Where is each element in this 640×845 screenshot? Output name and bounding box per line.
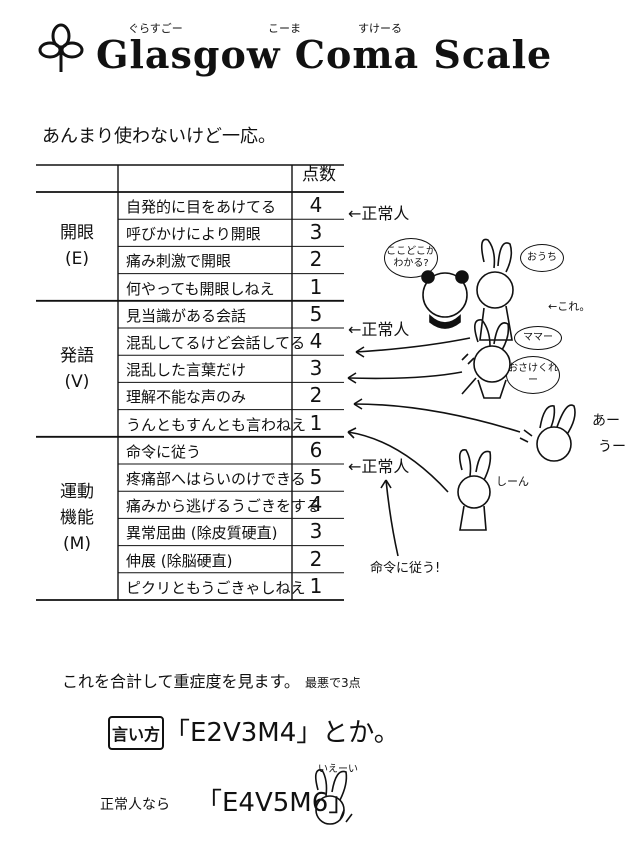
intro-text: あんまり使わないけど一応。 xyxy=(42,126,276,147)
rabbit-peace-icon xyxy=(314,769,353,825)
normal-label: 正常人なら xyxy=(100,797,170,813)
ruby-scale: すけーる xyxy=(358,22,402,35)
sound-shin: しーん xyxy=(496,475,529,488)
rabbit-character-icon xyxy=(476,238,514,341)
normal-arrow-eye: ←正常人 xyxy=(348,204,410,223)
footer-summary: これを合計して重症度を見ます。 xyxy=(62,672,300,691)
footer-line1: これを合計して重症度を見ます。 最悪で3点 xyxy=(62,668,361,692)
footer-worst: 最悪で3点 xyxy=(305,676,361,690)
sound-ah: あー xyxy=(592,413,620,429)
panda-character-icon xyxy=(421,270,469,329)
title-area: ぐらすごー こーま すけーる Glasgow Coma Scale xyxy=(38,14,598,84)
ruby-glasgow: ぐらすごー xyxy=(128,22,183,35)
how-to-say-label: 言い方 xyxy=(108,716,164,750)
ruby-coma: こーま xyxy=(268,22,301,35)
rabbit-lying-icon xyxy=(519,404,576,462)
normal-score: 「E4V5M6」 xyxy=(196,788,355,818)
rabbit-silent-icon xyxy=(457,449,492,531)
page-title: Glasgow Coma Scale xyxy=(96,32,553,77)
sound-u: うー xyxy=(598,439,626,455)
obey-label: 命令に従う! xyxy=(370,561,441,576)
rabbit-drinking-icon xyxy=(461,319,511,399)
speech-bubble-mama: ママー xyxy=(514,326,562,350)
this-label: ←これ。 xyxy=(548,300,591,313)
example-score: 「E2V3M4」とか。 xyxy=(164,718,400,748)
normal-arrow-verbal: ←正常人 xyxy=(348,320,410,339)
iee-label: いえーい xyxy=(318,764,358,775)
normal-arrow-motor: ←正常人 xyxy=(348,457,410,476)
flower-icon xyxy=(38,23,84,72)
speech-bubble-where: ここどこかわかる? xyxy=(384,238,438,278)
speech-bubble-home: おうち xyxy=(520,244,564,272)
